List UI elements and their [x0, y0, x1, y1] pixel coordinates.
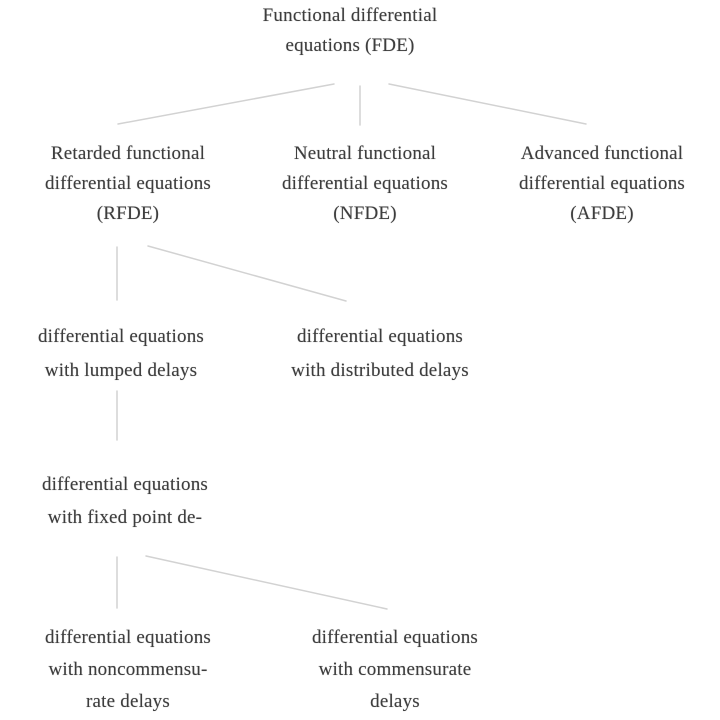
node-nfde-text: differential equations: [281, 173, 449, 194]
node-fixed-point-delays-text: differential equations: [41, 474, 209, 495]
node-afde-text: (AFDE): [570, 203, 634, 224]
node-fde-text: Functional differential: [262, 5, 438, 26]
node-noncommensurate-delays-text: differential equations: [44, 627, 212, 648]
node-nfde-text: (NFDE): [333, 203, 397, 224]
node-distributed-delays: differential equations with distributed …: [291, 320, 469, 388]
node-commensurate-delays-text: differential equations: [311, 627, 479, 648]
node-afde-text: differential equations: [518, 173, 686, 194]
node-rfde-text: differential equations: [44, 173, 212, 194]
node-fixed-point-delays: differential equations with fixed point …: [42, 468, 208, 534]
node-rfde: Retarded functional differential equatio…: [45, 139, 211, 229]
node-commensurate-delays-text: delays: [370, 691, 420, 712]
node-rfde-text: (RFDE): [96, 203, 160, 224]
node-fde: Functional differential equations (FDE): [263, 1, 438, 61]
node-lumped-delays-text: with lumped delays: [44, 360, 198, 381]
node-afde: Advanced functional differential equatio…: [519, 139, 685, 229]
edge-fde-afde: [388, 83, 587, 125]
node-distributed-delays-text: differential equations: [296, 326, 464, 347]
node-distributed-delays-text: with distributed delays: [291, 360, 469, 381]
node-fixed-point-delays-text: with fixed point de-: [47, 507, 203, 528]
node-noncommensurate-delays-text: with noncommensu-: [48, 659, 208, 680]
node-commensurate-delays-text: with commensurate: [318, 659, 472, 680]
node-rfde-text: Retarded functional: [50, 143, 206, 164]
node-noncommensurate-delays: differential equations with noncommensu-…: [45, 622, 211, 718]
node-afde-text: Advanced functional: [520, 143, 684, 164]
node-noncommensurate-delays-text: rate delays: [86, 691, 170, 712]
node-fde-text: equations (FDE): [285, 35, 415, 56]
node-nfde: Neutral functional differential equation…: [282, 139, 448, 229]
edge-fixed-point-commensurate: [145, 555, 388, 610]
node-lumped-delays-text: differential equations: [37, 326, 205, 347]
edge-rfde-distributed: [147, 245, 347, 302]
node-nfde-text: Neutral functional: [293, 143, 437, 164]
node-commensurate-delays: differential equations with commensurate…: [312, 622, 478, 718]
edge-fde-rfde: [117, 83, 335, 125]
node-lumped-delays: differential equations with lumped delay…: [38, 320, 204, 388]
